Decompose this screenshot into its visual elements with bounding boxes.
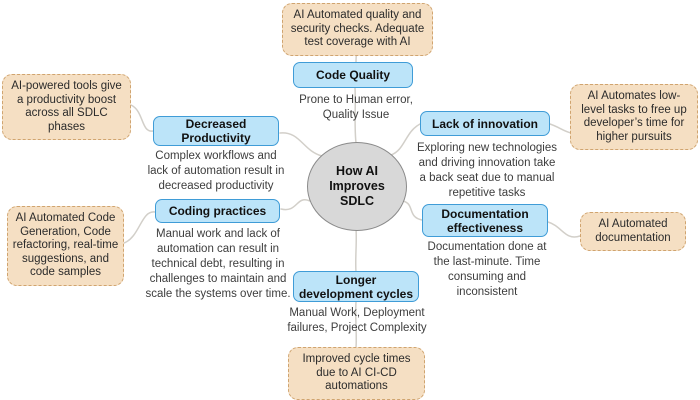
- topic-coding-practices: Coding practices: [155, 199, 280, 223]
- topic-decreased-productivity: Decreased Productivity: [153, 116, 279, 146]
- connector-center-documentation: [402, 200, 423, 221]
- topic-longer-development-cycles: Longer development cycles: [293, 271, 419, 302]
- connector-documentation-note: [547, 221, 581, 238]
- connector-longercycles-bottomnote: [354, 301, 358, 349]
- description-decreased-productivity: Complex workflows and lack of automation…: [147, 150, 285, 192]
- note-code-quality: AI Automated quality and security checks…: [282, 3, 433, 56]
- note-longer-development-cycles: Improved cycle times due to AI CI-CD aut…: [288, 347, 425, 400]
- description-coding-practices: Manual work and lack of automation can r…: [145, 228, 291, 300]
- topic-code-quality: Code Quality: [293, 62, 413, 88]
- connector-center-codingpractices: [280, 199, 311, 211]
- description-longer-development-cycles: Manual Work, Deployment failures, Projec…: [287, 307, 427, 334]
- connector-center-longercycles: [354, 228, 358, 273]
- connector-codequality-center: [354, 87, 357, 144]
- connector-decreasedproductivity-note: [130, 104, 154, 132]
- note-documentation-effectiveness: AI Automated documentation: [580, 212, 686, 251]
- connector-center-lackofinnovation: [390, 123, 421, 156]
- note-lack-of-innovation: AI Automates low- level tasks to free up…: [570, 84, 698, 150]
- note-coding-practices: AI Automated Code Generation, Code refac…: [7, 206, 124, 286]
- note-decreased-productivity: AI-powered tools give a productivity boo…: [2, 74, 131, 140]
- connector-codingpractices-note: [123, 211, 156, 244]
- description-lack-of-innovation: Exploring new technologies and driving i…: [416, 142, 557, 199]
- connector-center-decreasedproductivity: [279, 132, 323, 157]
- topic-documentation-effectiveness: Documentation effectiveness: [422, 204, 548, 237]
- topic-lack-of-innovation: Lack of innovation: [420, 111, 550, 136]
- description-code-quality: Prone to Human error, Quality Issue: [299, 94, 413, 121]
- description-documentation-effectiveness: Documentation done at the last-minute. T…: [427, 241, 547, 298]
- connector-lackofinnovation-note: [549, 123, 572, 134]
- central-topic: How AI Improves SDLC: [307, 142, 407, 231]
